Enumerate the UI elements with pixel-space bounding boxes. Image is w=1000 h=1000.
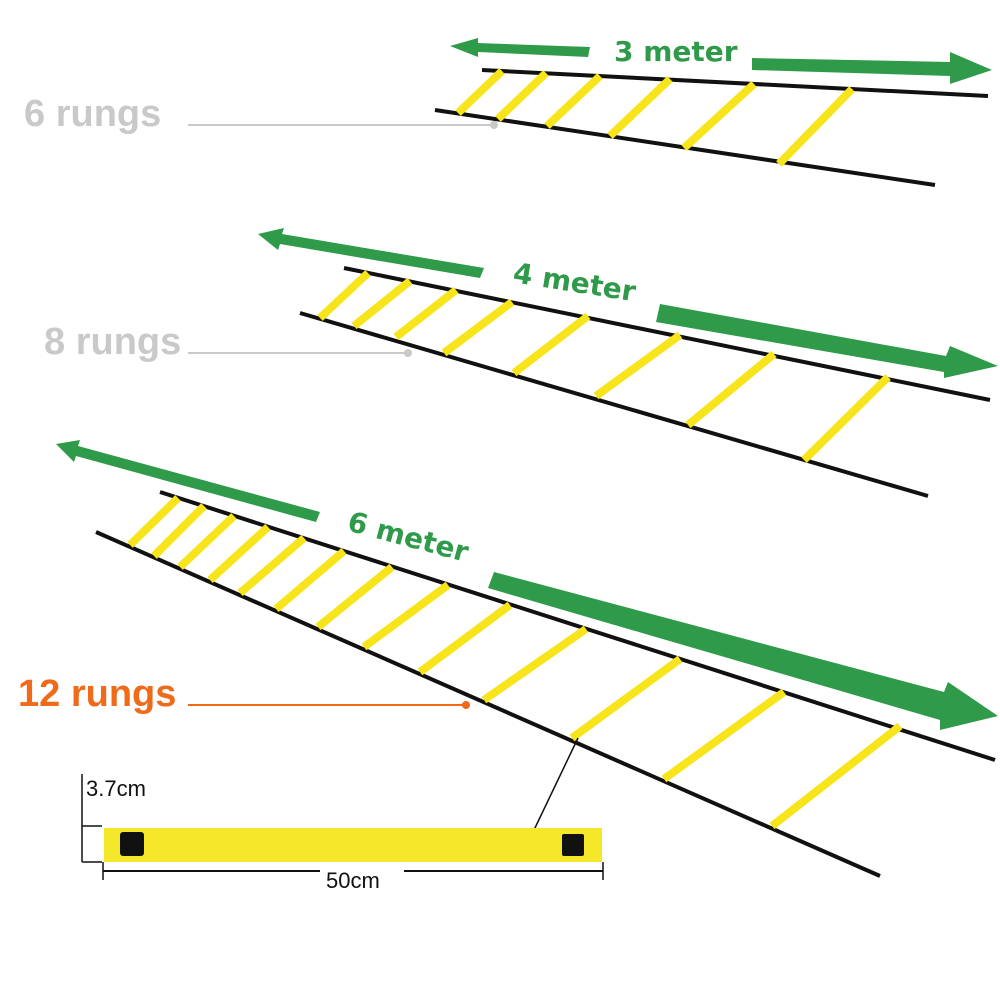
rungs-label: 8 rungs: [44, 321, 181, 363]
arrow-right-icon: [488, 572, 998, 730]
length-label: 4 meter: [511, 256, 638, 308]
rungs-label: 12 rungs: [18, 673, 176, 715]
length-label: 3 meter: [614, 35, 738, 68]
rung-clip-left: [120, 832, 144, 856]
ladder-3m: 3 meter 6 rungs: [24, 35, 992, 187]
rungs: [455, 68, 855, 167]
strap-bottom: [95, 530, 881, 878]
ladder-4m: 4 meter 8 rungs: [44, 228, 998, 498]
height-label: 3.7cm: [86, 776, 146, 801]
rungs: [317, 270, 891, 463]
arrow-left-icon: [56, 440, 320, 522]
rungs-label: 6 rungs: [24, 93, 161, 135]
arrow-left-icon: [450, 38, 590, 57]
rung-bar: [104, 828, 602, 862]
rung-clip-right: [562, 834, 584, 856]
rungs: [127, 495, 903, 830]
arrow-right-icon: [656, 304, 998, 378]
ladder-6m: 6 meter 12 rungs: [18, 440, 998, 878]
strap-top: [159, 490, 996, 762]
rung-detail: 3.7cm 50cm: [81, 737, 604, 893]
width-label: 50cm: [326, 868, 380, 893]
strap-bottom: [299, 311, 929, 498]
strap-top: [343, 266, 991, 402]
arrow-right-icon: [752, 52, 992, 84]
callout-line: [533, 737, 579, 831]
arrow-left-icon: [258, 228, 484, 278]
strap-top: [481, 68, 989, 98]
